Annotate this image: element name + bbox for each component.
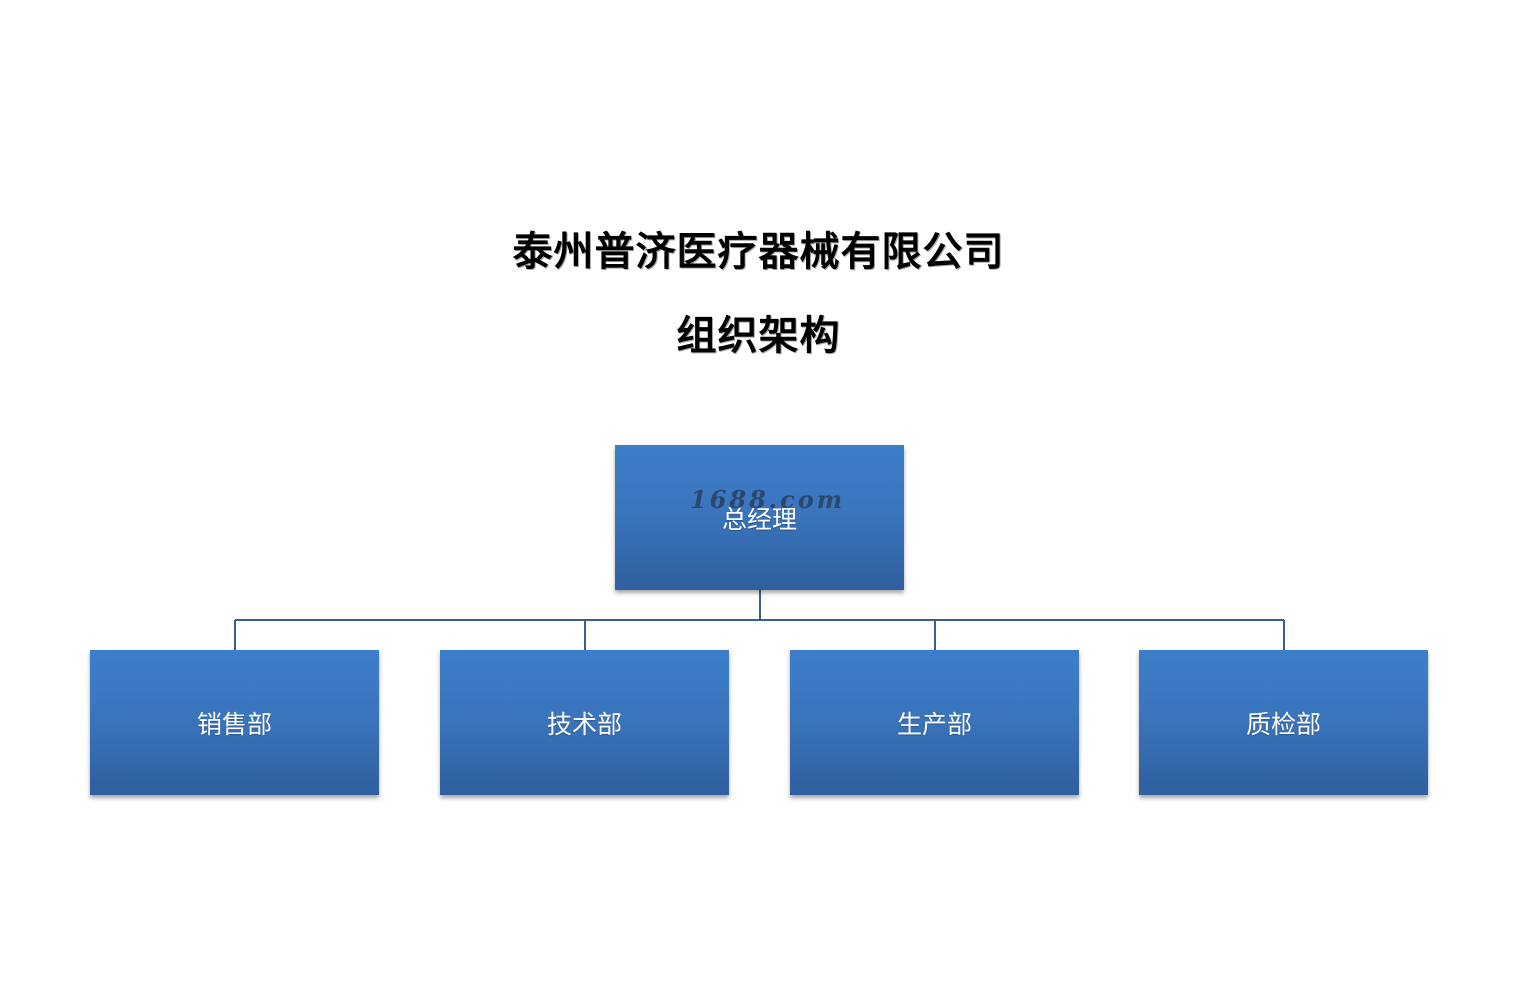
node-production-dept: 生产部: [790, 650, 1079, 795]
org-chart-title: 组织架构: [676, 313, 841, 359]
node-qc-dept: 质检部: [1139, 650, 1428, 795]
node-tech-dept-label: 技术部: [546, 709, 622, 739]
node-sales-dept-label: 销售部: [196, 709, 272, 739]
node-tech-dept: 技术部: [440, 650, 729, 795]
node-general-manager-label: 总经理: [721, 504, 797, 534]
node-sales-dept: 销售部: [90, 650, 379, 795]
node-general-manager: 总经理: [615, 445, 904, 590]
company-name: 泰州普济医疗器械有限公司: [512, 229, 1005, 275]
node-production-dept-label: 生产部: [896, 709, 972, 739]
watermark-logo: 1688.com: [690, 485, 846, 514]
node-qc-dept-label: 质检部: [1245, 709, 1321, 739]
